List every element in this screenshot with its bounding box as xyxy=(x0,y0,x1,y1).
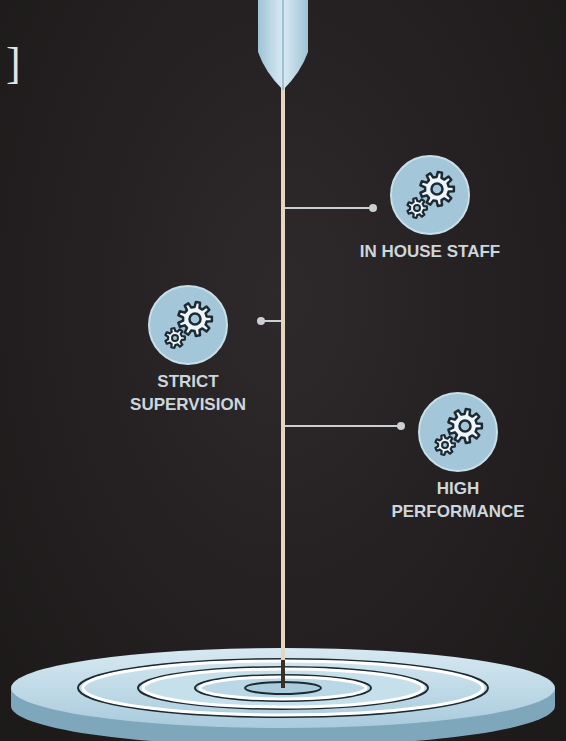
leader-lines xyxy=(257,204,405,430)
gear-icon xyxy=(148,285,228,365)
gear-icon-circle xyxy=(390,155,470,235)
gear-icon xyxy=(390,155,470,235)
gear-icon-circle xyxy=(418,392,498,472)
fragment-text: ] xyxy=(6,40,21,88)
node-label: IN HOUSE STAFF xyxy=(360,240,500,263)
gear-icon xyxy=(418,392,498,472)
icon-node: HIGH PERFORMANCE xyxy=(373,392,543,523)
icon-node: IN HOUSE STAFF xyxy=(330,155,530,263)
node-label: STRICT SUPERVISION xyxy=(108,370,268,416)
icon-node: STRICT SUPERVISION xyxy=(108,285,268,416)
arrow xyxy=(258,0,308,688)
node-label: HIGH PERFORMANCE xyxy=(373,477,543,523)
target xyxy=(11,648,555,741)
gear-icon-circle xyxy=(148,285,228,365)
